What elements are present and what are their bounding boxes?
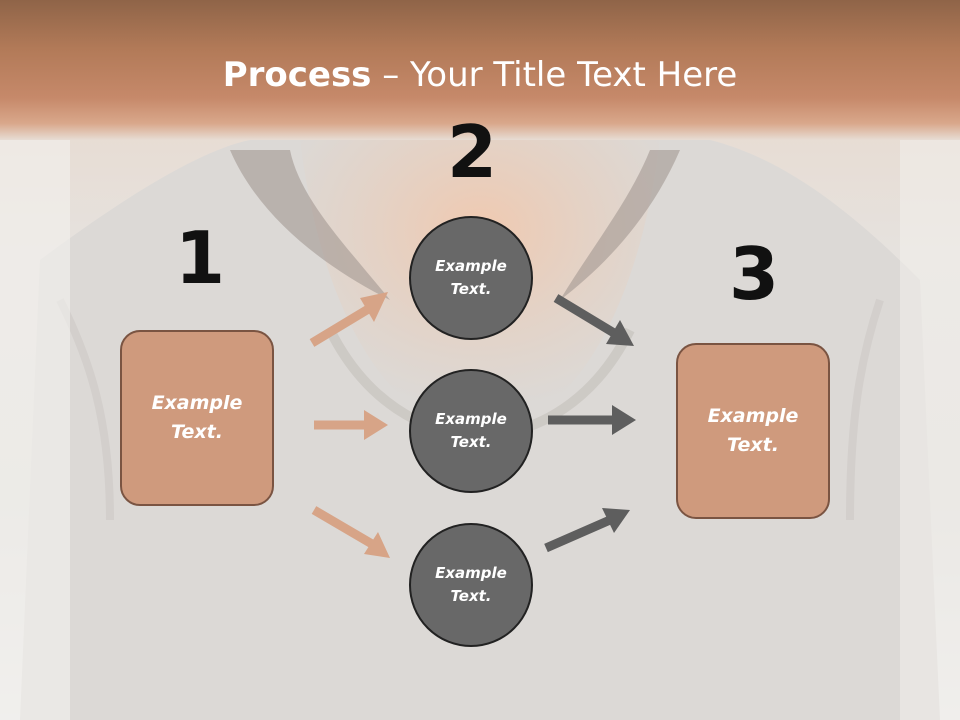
box-left-text: Example Text. xyxy=(151,392,243,443)
circle-top-text: Example Text. xyxy=(435,257,507,298)
circle-top: Example Text. xyxy=(409,216,533,340)
step-number-2: 2 xyxy=(446,110,498,194)
step-number-3: 3 xyxy=(728,232,780,316)
title-band xyxy=(0,0,960,140)
box-right: Example Text. xyxy=(676,343,830,519)
title-rest: – Your Title Text Here xyxy=(371,55,738,95)
circle-middle: Example Text. xyxy=(409,369,533,493)
circle-bottom: Example Text. xyxy=(409,523,533,647)
box-left: Example Text. xyxy=(120,330,274,506)
slide-title: Process – Your Title Text Here xyxy=(0,52,960,98)
box-right-text: Example Text. xyxy=(707,405,799,456)
step-number-1: 1 xyxy=(174,216,226,300)
title-bold: Process xyxy=(222,55,372,95)
circle-middle-text: Example Text. xyxy=(435,410,507,451)
circle-bottom-text: Example Text. xyxy=(435,564,507,605)
